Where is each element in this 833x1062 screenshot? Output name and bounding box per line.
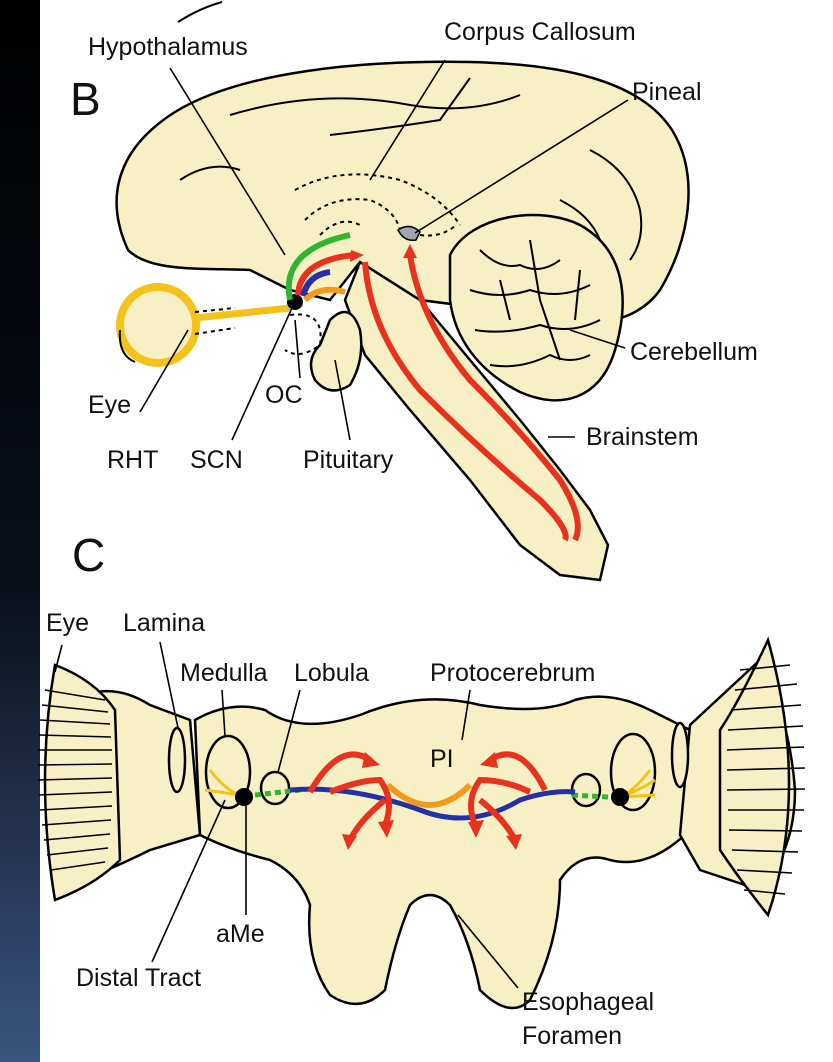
leader-scn (232, 308, 292, 440)
label-pituitary: Pituitary (303, 446, 394, 474)
label-eye-b: Eye (88, 391, 131, 419)
label-lobula: Lobula (294, 659, 369, 687)
label-eye-c: Eye (46, 609, 89, 637)
lamina-left (169, 728, 185, 792)
label-distal-tract: Distal Tract (76, 964, 201, 992)
ame-dot-left (235, 788, 253, 806)
eye-ball (120, 287, 196, 363)
label-oc: OC (265, 381, 303, 409)
ame-dot-right (611, 788, 629, 806)
optic-nerve (195, 308, 290, 318)
label-cerebellum: Cerebellum (630, 338, 758, 366)
label-foramen: Foramen (522, 1022, 622, 1050)
label-medulla: Medulla (180, 659, 268, 687)
label-ame: aMe (216, 920, 265, 948)
panel-b-letter: B (70, 73, 101, 125)
label-pineal: Pineal (632, 78, 702, 106)
label-scn: SCN (190, 446, 243, 474)
label-protocerebrum: Protocerebrum (430, 659, 595, 687)
label-pi: PI (430, 745, 454, 773)
label-lamina: Lamina (123, 609, 205, 637)
label-brainstem: Brainstem (586, 423, 699, 451)
optic-chiasm-outline (285, 314, 321, 354)
insect-brain-shape (195, 697, 690, 1008)
compound-eye-left (38, 665, 120, 900)
panel-c-letter: C (72, 529, 105, 581)
lobula-right (572, 774, 600, 806)
label-hypothalamus: Hypothalamus (88, 33, 248, 61)
label-esophageal: Esophageal (522, 988, 654, 1016)
optic-nerve-lower (195, 328, 235, 334)
leader-oc (295, 320, 300, 378)
lamina-right (672, 723, 688, 787)
panel-b: B Hypothalamus Corpus Callosum Pineal Ce… (70, 2, 758, 580)
panel-c: C Eye Lamina Medulla Lobula Protocerebru… (38, 529, 805, 1050)
label-corpus-callosum: Corpus Callosum (444, 18, 636, 46)
label-rht: RHT (107, 446, 158, 474)
pituitary-shape (311, 312, 361, 390)
top-stroke (178, 2, 222, 22)
lobula-left (261, 772, 289, 804)
